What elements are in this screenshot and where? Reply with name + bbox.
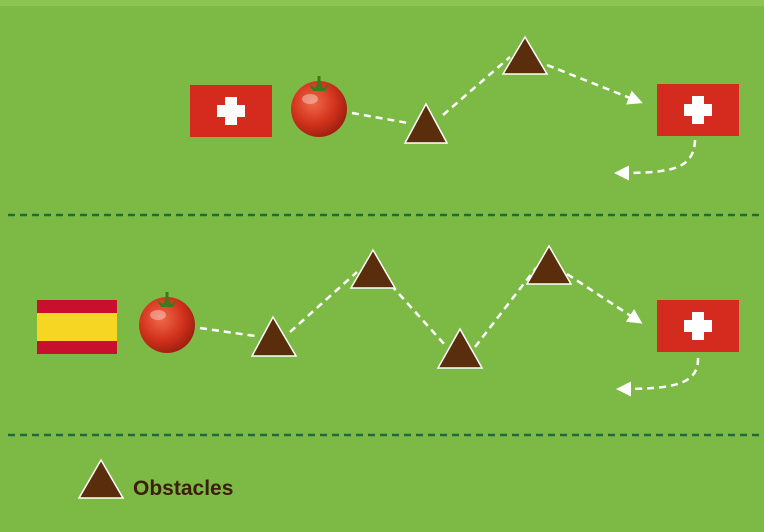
field-top-edge [0, 0, 764, 6]
obstacle-triangle-icon [436, 327, 484, 369]
path-segment [442, 56, 511, 116]
legend-obstacle-triangle-icon [77, 458, 125, 499]
switzerland-flag-end [657, 84, 739, 136]
obstacle-triangle-icon [525, 244, 573, 285]
obstacle-triangle-icon [349, 248, 397, 289]
lane-2 [37, 244, 739, 397]
path-segment [390, 284, 446, 346]
path-segment [199, 326, 256, 338]
obstacle-triangle-icon [250, 315, 298, 357]
switzerland-flag-end [657, 300, 739, 352]
path-segment [474, 267, 537, 348]
path-segment [289, 271, 358, 333]
spain-flag-start [37, 300, 117, 354]
switzerland-flag-start [190, 85, 272, 137]
lane-1 [190, 35, 739, 181]
path-arrow [546, 63, 643, 105]
path-segment [351, 111, 409, 125]
path-arrow [566, 272, 643, 324]
return-arrow [614, 139, 697, 181]
obstacle-triangle-icon [501, 35, 549, 75]
legend-label: Obstacles [133, 477, 234, 500]
obstacle-triangle-icon [403, 102, 449, 144]
